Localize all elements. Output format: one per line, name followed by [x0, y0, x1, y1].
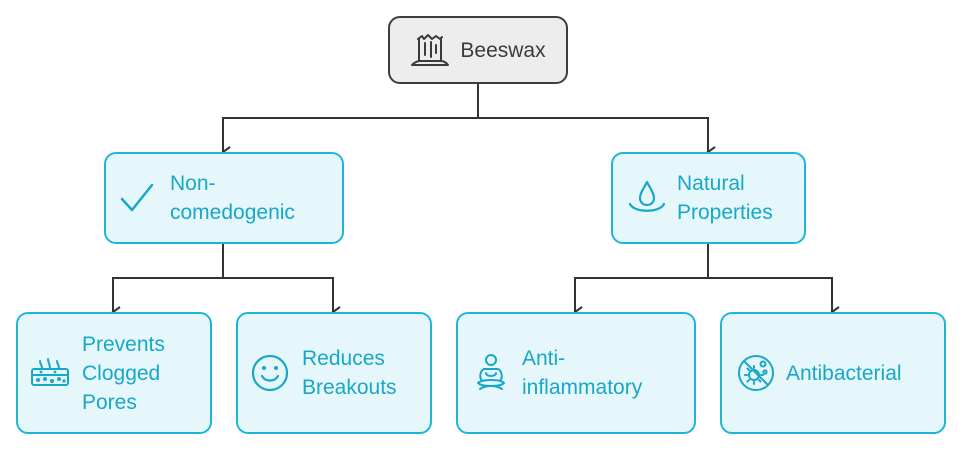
- branch-node-natural-properties: Natural Properties: [611, 152, 806, 244]
- leaf-node-antibacterial: Antibacterial: [720, 312, 946, 434]
- leaf-label: Prevents Clogged Pores: [82, 332, 165, 414]
- root-label: Beeswax: [460, 38, 546, 62]
- leaf-label: Antibacterial: [786, 361, 902, 385]
- connector-branch-2-to-child-1: [573, 244, 709, 318]
- connector-root-to-branch-1: [221, 84, 479, 158]
- no-bacteria-icon: [736, 353, 776, 393]
- tree-stump-icon: [410, 33, 450, 67]
- water-drop-icon: [627, 178, 667, 218]
- leaf-node-prevents-clogged-pores: Prevents Clogged Pores: [16, 312, 212, 434]
- leaf-node-reduces-breakouts: Reduces Breakouts: [236, 312, 432, 434]
- branch-label: Non- comedogenic: [170, 172, 295, 224]
- branch-label: Natural Properties: [677, 172, 773, 224]
- leaf-label: Reduces Breakouts: [302, 347, 397, 399]
- connector-branch-1-to-child-1: [111, 244, 224, 318]
- root-node: Beeswax: [388, 16, 568, 84]
- leaf-node-anti-inflammatory: Anti- inflammatory: [456, 312, 696, 434]
- meditation-icon: [474, 353, 508, 393]
- checkmark-icon: [118, 179, 156, 217]
- connector-root-to-branch-2: [478, 117, 716, 158]
- leaf-label: Anti- inflammatory: [522, 347, 643, 399]
- connector-branch-2-to-child-2: [708, 277, 840, 318]
- branch-node-non-comedogenic: Non- comedogenic: [104, 152, 344, 244]
- connector-branch-1-to-child-2: [223, 277, 341, 318]
- smiley-face-icon: [250, 353, 290, 393]
- skin-pores-icon: [30, 357, 70, 389]
